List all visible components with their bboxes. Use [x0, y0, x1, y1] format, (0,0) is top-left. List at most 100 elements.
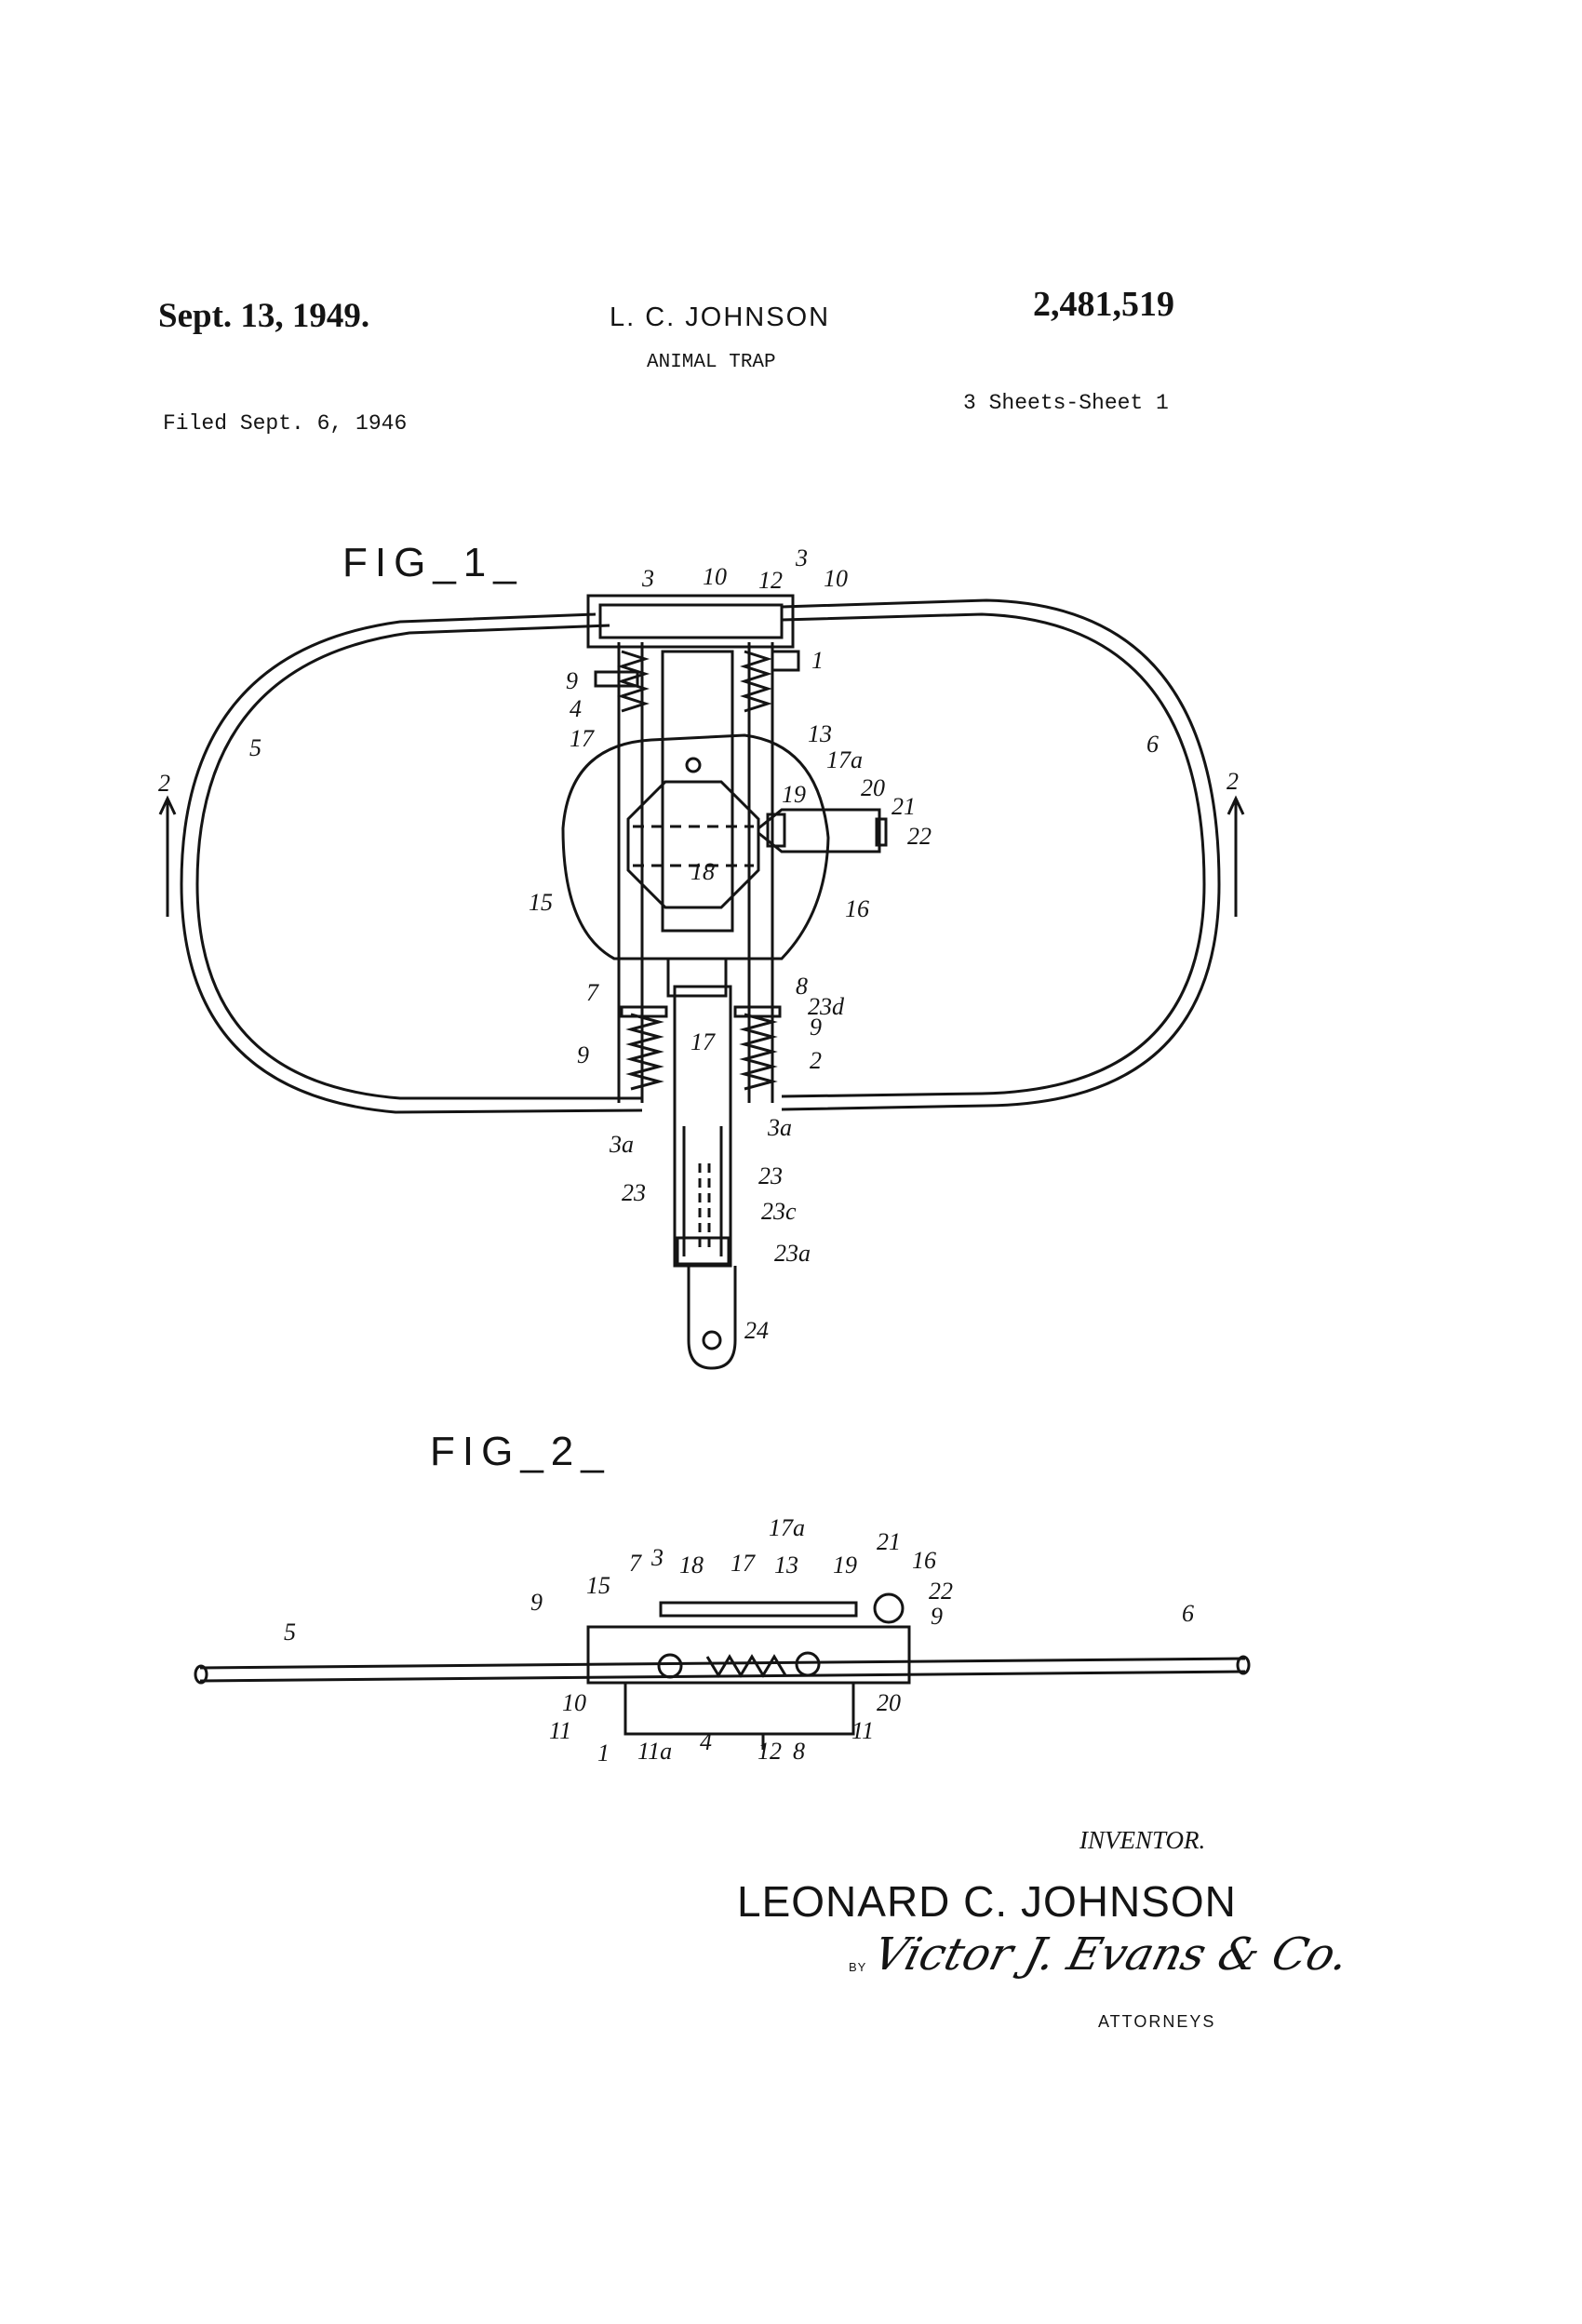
fig1-ref-3a-left: 3a: [609, 1131, 634, 1158]
inventor-short-name: L. C. JOHNSON: [610, 302, 831, 332]
fig1-ref-7: 7: [586, 979, 599, 1006]
fig1-ref-1: 1: [811, 647, 824, 674]
section-arrowhead-right: [1227, 795, 1245, 815]
fig1-ref-18: 18: [690, 858, 715, 885]
pan-section: [659, 1601, 858, 1618]
fig1-ref-9: 9: [566, 667, 578, 694]
fig2-ref-11: 11: [549, 1717, 571, 1744]
right-jaw-outer: [781, 598, 1221, 1111]
fig1-ref-20: 20: [861, 774, 885, 801]
fig1-ref-4: 4: [570, 695, 582, 722]
fig1-ref-16: 16: [845, 895, 869, 922]
bottom-spring-right: [739, 1013, 778, 1091]
center-plate: [661, 650, 734, 933]
fig2-ref-17: 17: [731, 1550, 756, 1577]
fig2-ref-4: 4: [700, 1728, 712, 1755]
fig2-ref-9b: 9: [931, 1603, 943, 1630]
fig2-ref-18: 18: [679, 1552, 704, 1578]
top-spring-base-right: [771, 650, 800, 672]
fig1-ref-17b: 17: [690, 1028, 716, 1055]
fig1-ref-10b: 10: [824, 565, 848, 592]
filed-date: Filed Sept. 6, 1946: [163, 411, 408, 436]
fig1-ref-19: 19: [782, 781, 806, 808]
fig2-ref-20: 20: [877, 1689, 901, 1716]
fig1-ref-3a-right: 3a: [767, 1114, 792, 1141]
fig2-ref-21: 21: [877, 1528, 901, 1555]
top-spring-base-left: [594, 670, 639, 688]
spring-section: [705, 1654, 787, 1678]
rod-end-right: [1236, 1655, 1251, 1675]
fig2-ref-7: 7: [629, 1550, 642, 1577]
figure-1-drawing: [158, 594, 1245, 1370]
top-spring-left: [617, 650, 650, 713]
fig1-ref-17: 17: [570, 725, 595, 752]
patent-date: Sept. 13, 1949.: [158, 297, 370, 335]
fig1-ref-2-left: 2: [158, 770, 170, 797]
fig1-ref-8: 8: [796, 973, 808, 1000]
fig1-ref-23c: 23c: [761, 1198, 797, 1225]
fig1-ref-2-right: 2: [1227, 768, 1239, 795]
fig1-ref-10: 10: [703, 563, 727, 590]
fig2-ref-22: 22: [929, 1578, 953, 1605]
fig1-ref-22: 22: [907, 823, 932, 850]
base-frame-section: [623, 1681, 855, 1736]
inventor-label: INVENTOR.: [1079, 1826, 1206, 1854]
fig2-ref-1: 1: [597, 1740, 610, 1767]
fig1-ref-23-left: 23: [622, 1179, 646, 1206]
fig1-ref-9c: 9: [810, 1014, 822, 1041]
patent-title: ANIMAL TRAP: [647, 352, 776, 373]
fig1-ref-5: 5: [249, 734, 261, 761]
fig2-ref-8: 8: [793, 1738, 805, 1765]
fig1-ref-23d: 23d: [808, 993, 845, 1020]
fig1-ref-24: 24: [744, 1317, 769, 1344]
pivot-left: [657, 1653, 683, 1679]
fig1-ref-17a: 17a: [826, 746, 863, 773]
sheet-count: 3 Sheets-Sheet 1: [963, 391, 1169, 415]
fig2-ref-16: 16: [912, 1547, 936, 1574]
attorney-signature: Victor J. Evans & Co.: [868, 1928, 1355, 1981]
jaw-rod-top: [199, 1657, 1246, 1670]
figure-1-refs: 3 10 12 3 10 9 1 4 17 13 17a 5 6 2 2 19 …: [158, 544, 1239, 1344]
fig2-ref-13: 13: [774, 1552, 798, 1578]
pivot-right: [795, 1651, 821, 1677]
by-label: BY: [849, 1960, 867, 1974]
fig1-ref-23-right: 23: [758, 1162, 783, 1189]
right-jaw-inner: [781, 612, 1206, 1098]
rod-end-left: [194, 1664, 208, 1685]
left-jaw-inner: [195, 624, 642, 1100]
housing-base: [676, 1236, 731, 1266]
trigger-end: [875, 817, 888, 847]
fig2-ref-5: 5: [284, 1619, 296, 1646]
lower-clip: [666, 957, 728, 998]
trigger-arm: [757, 808, 881, 853]
pan-pivot: [685, 757, 702, 773]
fig2-ref-19: 19: [833, 1552, 857, 1578]
anchor-hole: [702, 1330, 722, 1350]
fig1-ref-6: 6: [1146, 731, 1159, 758]
jaw-rod-bottom: [199, 1670, 1246, 1683]
trigger-eye: [873, 1592, 905, 1624]
figure-2-refs: 17a 7 3 18 17 13 19 21 16 15 9 22 9 5 6 …: [284, 1514, 1194, 1767]
fig1-ref-21: 21: [892, 793, 916, 820]
fig1-ref-12: 12: [758, 567, 783, 594]
trigger-latch: [766, 813, 786, 848]
fig1-ref-13: 13: [808, 720, 832, 747]
anchor-tab: [687, 1266, 737, 1370]
fig2-ref-17a: 17a: [769, 1514, 805, 1541]
patent-number: 2,481,519: [1033, 285, 1174, 324]
inventor-name: LEONARD C. JOHNSON: [737, 1877, 1237, 1926]
figure-1-label: FIG_1_: [342, 540, 524, 585]
top-clamp-inner: [598, 603, 784, 639]
fig2-ref-11a: 11a: [637, 1738, 672, 1765]
fig2-ref-3: 3: [650, 1544, 664, 1571]
chain-housing: [673, 985, 732, 1268]
bait-pan: [626, 780, 760, 909]
top-spring-right: [740, 650, 772, 713]
fig1-ref-3: 3: [641, 565, 654, 592]
left-jaw-outer: [180, 612, 643, 1114]
bottom-spring-left: [625, 1013, 664, 1091]
fig2-ref-11b: 11: [851, 1717, 874, 1744]
section-arrowhead-left: [158, 795, 177, 815]
fig2-ref-9: 9: [530, 1589, 543, 1616]
